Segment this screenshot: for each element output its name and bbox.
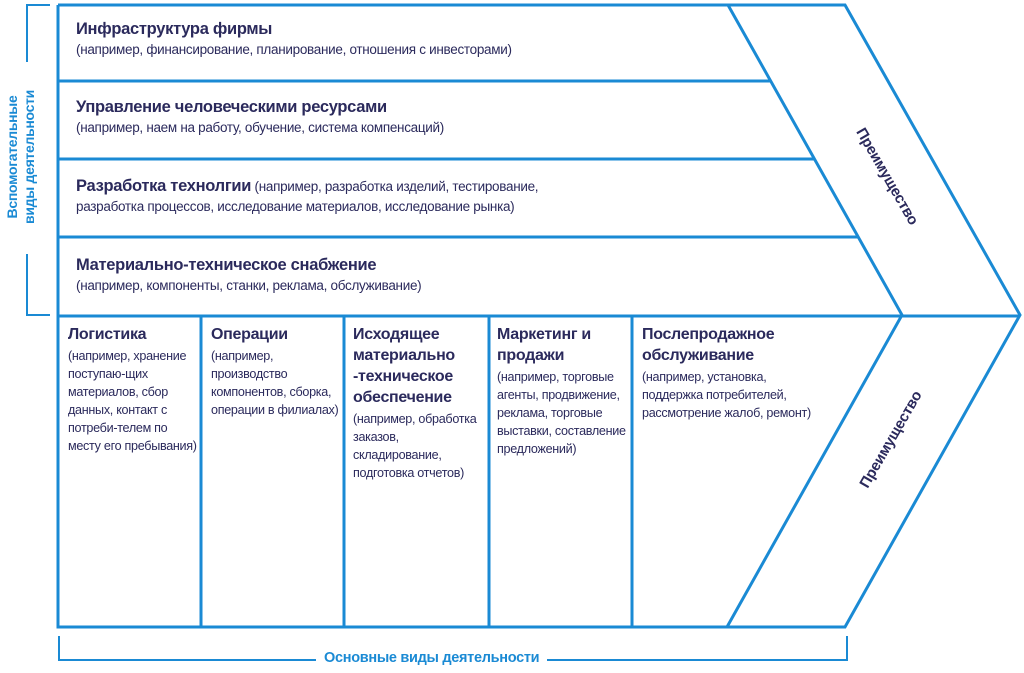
row-desc: (например, финансирование, планирование,… — [76, 42, 512, 57]
row-title: Разработка технолгии — [76, 177, 252, 195]
col-title: Операции — [211, 326, 288, 343]
support-row-infrastructure: Инфраструктура фирмы (например, финансир… — [76, 19, 716, 59]
row-desc: (например, наем на работу, обучение, сис… — [76, 120, 444, 135]
primary-col-logistics: Логистика (например, хранение поступаю-щ… — [68, 324, 200, 455]
support-row-procurement: Материально-техническое снабжение (напри… — [76, 255, 816, 295]
primary-col-operations: Операции (например, производство компоне… — [211, 324, 343, 419]
primary-col-service: Послепродажное обслуживание (например, у… — [642, 324, 822, 422]
primary-col-marketing-sales: Маркетинг и продажи (например, торговые … — [497, 324, 629, 458]
row-title: Материально-техническое снабжение — [76, 256, 377, 274]
col-desc: (например, установка, поддержка потребит… — [642, 370, 811, 420]
col-title: Логистика — [68, 326, 147, 343]
col-desc: (например, производство компонентов, сбо… — [211, 349, 339, 417]
support-label-line2: виды деятельности — [21, 90, 37, 224]
col-desc: (например, торговые агенты, продвижение,… — [497, 370, 626, 456]
chain-outline — [56, 3, 1022, 629]
row-desc-inline: (например, разработка изделий, тестирова… — [254, 179, 539, 194]
primary-activities-label: Основные виды деятельности — [316, 650, 548, 666]
support-row-technology: Разработка технолгии (например, разработ… — [76, 176, 796, 216]
support-bracket-bottom — [26, 254, 50, 316]
col-desc: (например, обработка заказов, складирова… — [353, 412, 477, 480]
primary-col-outbound-logistics: Исходящее материально -техническое обесп… — [353, 324, 489, 482]
col-title: Маркетинг и продажи — [497, 326, 591, 364]
row-desc: (например, компоненты, станки, реклама, … — [76, 278, 422, 293]
col-desc: (например, хранение поступаю-щих материа… — [68, 349, 197, 453]
row-desc: разработка процессов, исследование матер… — [76, 199, 515, 214]
row-title: Инфраструктура фирмы — [76, 20, 273, 38]
support-activities-label: Вспомогательные виды деятельности — [4, 72, 38, 242]
support-bracket-top — [26, 4, 50, 62]
support-row-hr: Управление человеческими ресурсами (напр… — [76, 97, 756, 137]
col-title: Исходящее материально -техническое обесп… — [353, 326, 455, 406]
col-title: Послепродажное обслуживание — [642, 326, 775, 364]
support-label-line1: Вспомогательные — [4, 95, 20, 219]
row-title: Управление человеческими ресурсами — [76, 98, 387, 116]
